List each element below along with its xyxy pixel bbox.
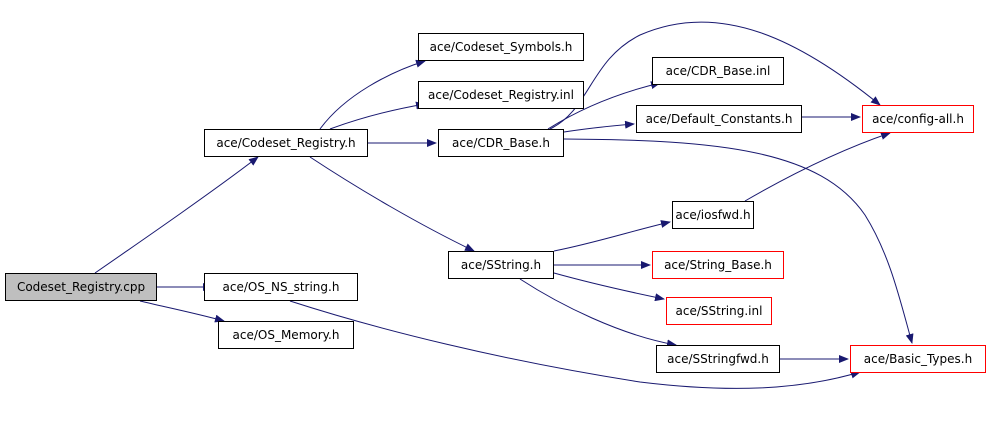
node-label: ace/Default_Constants.h [645, 112, 793, 126]
node-codeset-registry-h[interactable]: ace/Codeset_Registry.h [204, 129, 368, 157]
node-iosfwd-h[interactable]: ace/iosfwd.h [672, 201, 754, 229]
node-sstringfwd-h[interactable]: ace/SStringfwd.h [656, 345, 780, 373]
node-label: ace/config-all.h [872, 112, 964, 126]
edge-codeset-registry-h-to-codeset-symbols-h [319, 59, 426, 130]
edge-cdr-base-h-to-default-constants-h [563, 120, 635, 133]
edge-os-ns-string-h-to-basic-types-h [289, 300, 861, 389]
node-basic-types-h[interactable]: ace/Basic_Types.h [850, 345, 986, 373]
edge-root-to-os-memory-h [139, 300, 225, 323]
node-label: ace/Codeset_Registry.h [216, 136, 356, 150]
node-label: ace/Codeset_Registry.inl [428, 88, 574, 102]
node-sstring-h[interactable]: ace/SString.h [448, 251, 554, 279]
node-label: ace/SString.h [460, 258, 542, 272]
edge-iosfwd-h-to-config-all-h [744, 132, 891, 202]
node-label: ace/Codeset_Symbols.h [429, 40, 573, 54]
node-label: ace/SStringfwd.h [667, 352, 769, 366]
edge-codeset-registry-h-to-sstring-h [309, 156, 475, 252]
node-codeset-registry-cpp: Codeset_Registry.cpp [5, 273, 157, 301]
edge-cdr-base-h-to-cdr-base-inl [547, 81, 661, 130]
edge-cdr-base-h-to-basic-types-h [563, 138, 914, 344]
node-cdr-base-inl[interactable]: ace/CDR_Base.inl [652, 57, 784, 85]
node-label: ace/String_Base.h [664, 258, 772, 272]
edge-sstring-h-to-sstring-inl [553, 272, 665, 302]
node-os-memory-h[interactable]: ace/OS_Memory.h [218, 321, 354, 349]
node-label: ace/CDR_Base.h [452, 136, 550, 150]
node-label: ace/iosfwd.h [675, 208, 751, 222]
edge-root-to-codeset-registry-h [94, 156, 259, 274]
node-codeset-registry-inl[interactable]: ace/Codeset_Registry.inl [418, 81, 584, 109]
edge-sstring-h-to-sstringfwd-h [519, 278, 677, 348]
edge-sstring-h-to-iosfwd-h [553, 220, 671, 252]
node-string-base-h[interactable]: ace/String_Base.h [652, 251, 784, 279]
node-codeset-symbols-h[interactable]: ace/Codeset_Symbols.h [418, 33, 584, 61]
node-label: ace/OS_NS_string.h [222, 280, 340, 294]
node-label: Codeset_Registry.cpp [16, 280, 146, 294]
node-label: ace/OS_Memory.h [232, 328, 340, 342]
node-os-ns-string-h[interactable]: ace/OS_NS_string.h [204, 273, 358, 301]
node-label: ace/Basic_Types.h [863, 352, 973, 366]
node-cdr-base-h[interactable]: ace/CDR_Base.h [438, 129, 564, 157]
node-label: ace/SString.inl [675, 304, 763, 318]
node-config-all-h[interactable]: ace/config-all.h [862, 105, 974, 133]
node-sstring-inl[interactable]: ace/SString.inl [666, 297, 772, 325]
node-default-constants-h[interactable]: ace/Default_Constants.h [636, 105, 802, 133]
edge-codeset-registry-h-to-codeset-registry-inl [329, 101, 426, 130]
node-label: ace/CDR_Base.inl [665, 64, 771, 78]
